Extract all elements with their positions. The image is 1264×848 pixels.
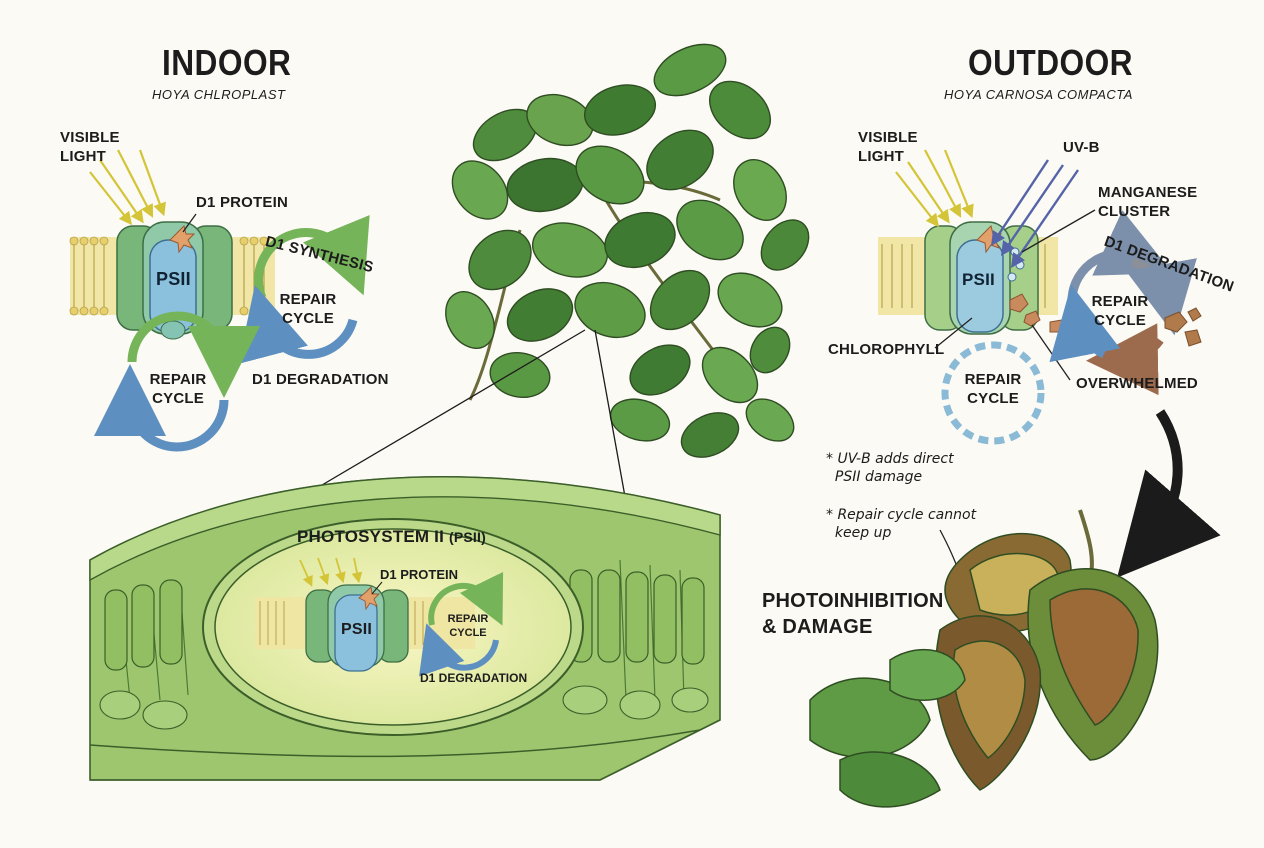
indoor-psii-complex xyxy=(116,221,233,340)
indoor-psii-label: PSII xyxy=(156,269,191,289)
indoor-d1-protein-label: D1 PROTEIN xyxy=(196,194,289,211)
uvb-label: UV-B xyxy=(1063,139,1100,156)
indoor-d1-degradation-label: D1 DEGRADATION xyxy=(252,371,389,388)
outdoor-psii-label: PSII xyxy=(962,270,995,289)
cs-d1-degradation-label: D1 DEGRADATION xyxy=(420,671,528,685)
cs-repair-cycle xyxy=(419,571,504,677)
cs-light-arrows xyxy=(299,557,363,587)
damage-arrow xyxy=(1117,409,1221,578)
indoor-repair-cycle-lower xyxy=(94,311,260,452)
cs-repair-cycle-label: REPAIR CYCLE xyxy=(447,613,489,639)
outdoor-title: OUTDOOR xyxy=(968,42,1133,83)
cs-title-main: PHOTOSYSTEM II xyxy=(297,527,445,546)
outdoor-repair-cycle-lower xyxy=(941,341,1045,445)
indoor-d1-leader xyxy=(182,213,197,233)
photoinhibition-label: PHOTOINHIBITION & DAMAGE xyxy=(762,590,944,638)
cs-psii-complex xyxy=(305,584,409,672)
indoor-light-arrows xyxy=(89,149,166,226)
damaged-leaves xyxy=(809,509,1159,808)
cs-d1-protein-label: D1 PROTEIN xyxy=(380,567,459,582)
d1-fragments xyxy=(1164,307,1202,347)
outdoor-repair-cycle-label-1: REPAIR CYCLE xyxy=(1091,293,1149,329)
overwhelmed-label: OVERWHELMED xyxy=(1076,375,1198,392)
chlorophyll-leader xyxy=(934,317,973,349)
manganese-leader xyxy=(1021,209,1096,253)
note-uvb-damage: * UV-B adds direct PSII damage xyxy=(826,451,954,485)
indoor-visible-light-label: VISIBLE LIGHT xyxy=(60,129,120,165)
uvb-arrows xyxy=(991,159,1079,268)
chlorophyll-label: CHLOROPHYLL xyxy=(828,341,945,358)
cs-d1-leader xyxy=(371,581,383,595)
cs-psii-label: PSII xyxy=(341,621,373,638)
note-repair-cannot-keep-up: * Repair cycle cannot keep up xyxy=(826,507,977,541)
outdoor-repair-cycle-right xyxy=(1049,210,1197,396)
outdoor-repair-cycle-label-2: REPAIR CYCLE xyxy=(964,371,1022,407)
cs-title-suffix: (PSII) xyxy=(448,529,486,545)
outdoor-visible-light-label: VISIBLE LIGHT xyxy=(858,129,918,165)
manganese-cluster-label: MANGANESE CLUSTER xyxy=(1098,184,1198,220)
indoor-title: INDOOR xyxy=(162,42,292,83)
indoor-repair-cycle-label-2: REPAIR CYCLE xyxy=(149,371,207,407)
indoor-subtitle: HOYA CHLROPLAST xyxy=(152,87,286,102)
indoor-repair-cycle-right xyxy=(238,215,370,364)
cs-title: PHOTOSYSTEM II (PSII) xyxy=(297,527,486,547)
hoya-plant xyxy=(445,43,810,458)
outdoor-subtitle: HOYA CARNOSA COMPACTA xyxy=(944,87,1133,102)
indoor-repair-cycle-label-1: REPAIR CYCLE xyxy=(279,291,337,327)
outdoor-light-arrows xyxy=(895,149,974,228)
